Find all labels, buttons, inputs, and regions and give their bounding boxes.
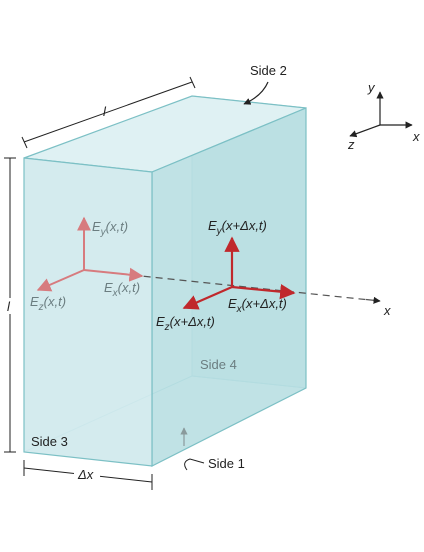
ex-left-label: Ex(x,t) <box>104 280 140 299</box>
ex-right-label: Ex(x+Δx,t) <box>228 296 287 315</box>
x-axis-arrow <box>365 296 381 304</box>
dimension-left: l <box>4 157 16 453</box>
dimension-top: l <box>21 76 196 149</box>
side1-leader <box>184 458 205 471</box>
axes-icon: y x z <box>347 80 420 152</box>
x-axis-label: x <box>383 303 391 318</box>
ex-right-arrow <box>231 284 296 300</box>
ex-left-arrow <box>83 267 144 282</box>
side2-leader <box>243 81 269 105</box>
ez-left-arrow <box>36 269 85 292</box>
side2-label: Side 2 <box>250 63 287 78</box>
ey-right-label: Ey(x+Δx,t) <box>208 218 267 237</box>
ez-left-label: Ez(x,t) <box>30 294 66 313</box>
axes-icon-z: z <box>347 137 355 152</box>
side1-label: Side 1 <box>208 456 245 471</box>
dimension-bottom: Δx <box>23 460 153 490</box>
fields-at-x-plus-dx: Ey(x+Δx,t) Ex(x+Δx,t) Ez(x+Δx,t) <box>156 218 296 333</box>
axes-icon-y: y <box>367 80 376 95</box>
side4-label: Side 4 <box>200 357 237 372</box>
ey-left-label: Ey(x,t) <box>92 219 128 238</box>
top-edge-label: l <box>103 104 107 119</box>
side3-label: Side 3 <box>31 434 68 449</box>
box-front-face <box>23 157 153 467</box>
delta-x-label: Δx <box>77 467 94 482</box>
ez-right-arrow <box>182 285 233 310</box>
box <box>23 95 307 467</box>
axes-icon-x: x <box>412 129 420 144</box>
fields-at-x: Ey(x,t) Ex(x,t) Ez(x,t) <box>30 216 144 313</box>
left-edge-label: l <box>7 299 11 314</box>
ez-right-label: Ez(x+Δx,t) <box>156 314 215 333</box>
